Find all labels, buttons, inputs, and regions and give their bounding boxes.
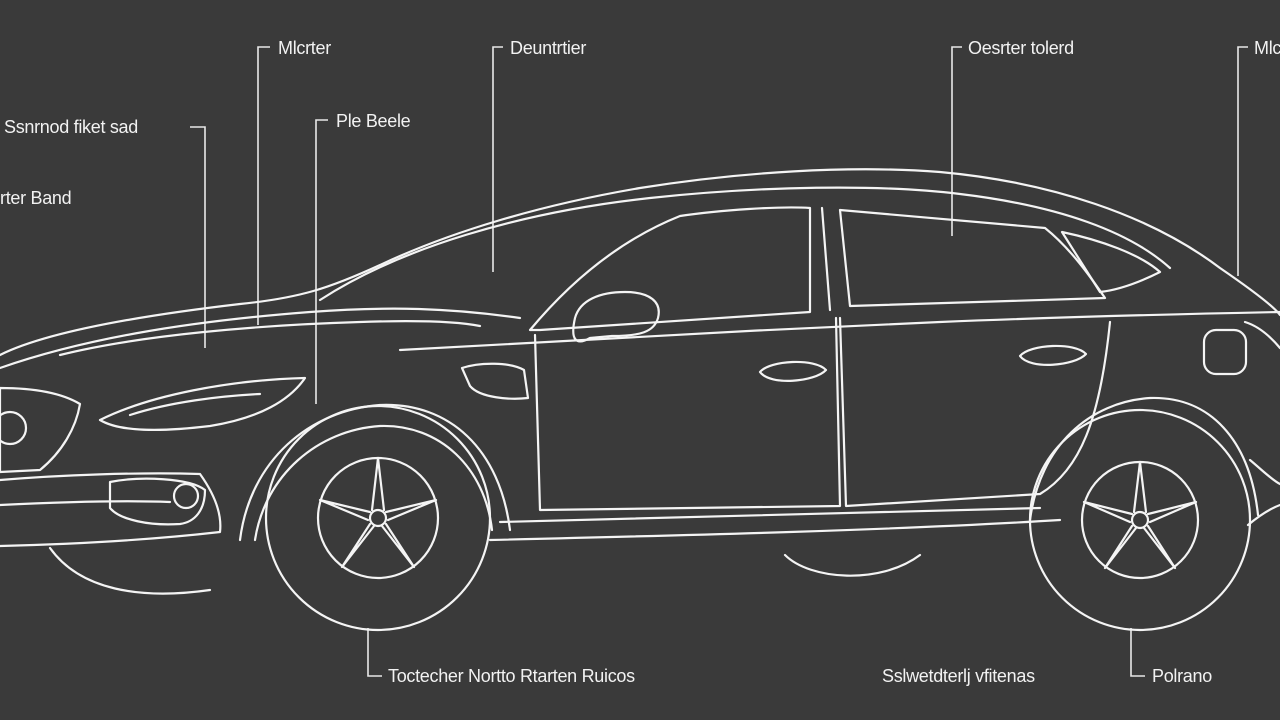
rear-wheel-arch — [1028, 396, 1260, 522]
front-bumper — [0, 472, 222, 548]
label-oesrter-tolerd: Oesrter tolerd — [968, 38, 1074, 58]
fuel-door — [1202, 328, 1248, 376]
roof-line — [318, 186, 1172, 302]
leader-polrano — [1130, 628, 1145, 677]
front-window — [528, 206, 812, 332]
front-wheel-arch-inner — [253, 424, 494, 542]
rear-bumper — [1248, 458, 1280, 486]
headlight — [98, 376, 307, 431]
grille — [0, 386, 82, 474]
front-tire — [264, 404, 492, 632]
beltline — [398, 310, 1280, 352]
fender-vent — [460, 362, 530, 400]
quarter-window — [1060, 230, 1162, 294]
rear-hub — [1130, 510, 1150, 530]
leader-mlc — [1237, 46, 1248, 276]
label-polrano: Polrano — [1152, 666, 1212, 686]
label-mlcrter: Mlcrter — [278, 38, 331, 58]
fog-light-lamp — [172, 482, 200, 510]
b-pillar — [820, 206, 832, 312]
bumper-line — [0, 500, 172, 507]
rear-rim — [1080, 460, 1200, 580]
rear-window — [838, 208, 1107, 308]
fog-light — [108, 477, 207, 526]
leader-ssnrnod — [190, 126, 206, 348]
leader-mlcrter — [257, 46, 270, 325]
label-rter-band: rter Band — [0, 188, 72, 208]
front-door-handle — [758, 360, 828, 382]
front-rim — [316, 456, 440, 580]
hood-line — [0, 307, 522, 370]
rear-door — [838, 316, 1112, 508]
leader-plebeele — [315, 119, 328, 404]
rear-spokes — [1082, 460, 1198, 570]
side-skirt — [498, 506, 1042, 524]
front-door — [533, 316, 842, 512]
label-sslwetdterlj: Sslwetdterlj vfitenas — [882, 666, 1035, 686]
label-ple-beele: Ple Beele — [336, 111, 411, 131]
car-outline — [0, 168, 1280, 632]
mid-underbody — [783, 553, 922, 577]
hood-crease — [58, 320, 482, 357]
headlight-inner — [128, 392, 262, 417]
front-hub — [368, 508, 388, 528]
label-mlc: Mlc — [1254, 38, 1280, 58]
leader-lines — [190, 46, 1248, 677]
car-body-outline — [0, 168, 1280, 357]
front-underbody — [48, 546, 212, 595]
leader-oesrter — [951, 46, 962, 236]
label-bottom-center: Toctecher Nortto Rtarten Ruicos — [388, 666, 635, 686]
rear-bumper-low — [1246, 503, 1280, 527]
side-mirror — [572, 290, 660, 343]
label-ssnrnod: Ssnrnod fiket sad — [4, 117, 138, 137]
rear-light — [1243, 320, 1280, 350]
rear-door-handle — [1018, 344, 1088, 366]
leader-bottom-center — [367, 628, 382, 677]
leader-deuntrtier — [492, 46, 503, 272]
label-deuntrtier: Deuntrtier — [510, 38, 587, 58]
front-wheel-arch — [238, 403, 512, 542]
sill-line — [488, 518, 1062, 542]
rear-tire — [1028, 408, 1252, 632]
grille-badge — [0, 410, 28, 446]
front-spokes — [318, 456, 438, 569]
